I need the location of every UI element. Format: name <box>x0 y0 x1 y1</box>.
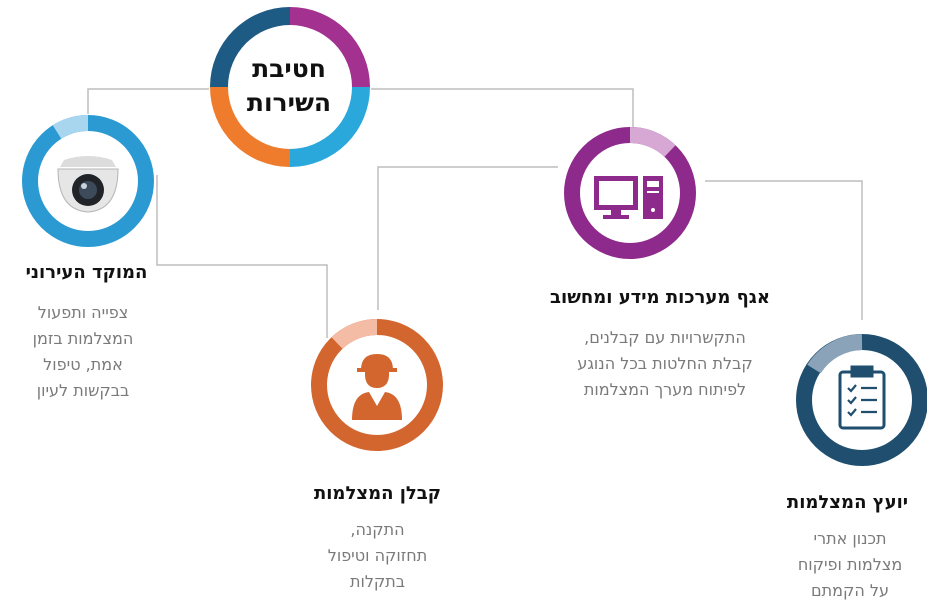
control-center-desc-line: צפייה ותפעול <box>37 303 129 322</box>
it-department-desc-line: קבלת החלטות בכל הנוגע <box>577 354 753 373</box>
clipboard-checklist-icon <box>838 365 886 430</box>
hub-inner-circle <box>230 27 350 147</box>
connector-lines <box>87 88 863 338</box>
contractor-desc-line: בתקלות <box>349 572 406 591</box>
node-control-ring-highlight <box>52 115 89 139</box>
control-center-title: המוקד העירוני <box>25 262 148 283</box>
consultant-description: תכנון אתרי מצלמות ופיקוח על הקמתם <box>775 526 925 604</box>
connector-control-contractor <box>156 175 328 338</box>
hub-ring-segment-purple <box>290 7 370 87</box>
contractor-desc-line: תחזוקה וטיפול <box>327 546 428 565</box>
node-it-department <box>564 127 696 259</box>
connector-it-consultant <box>705 180 863 320</box>
security-camera-icon <box>57 156 119 213</box>
node-contractor-ring-highlight <box>331 319 378 350</box>
node-consultant-ring-highlight <box>807 334 863 374</box>
it-department-desc-line: לפיתוח מערך המצלמות <box>583 380 747 399</box>
control-center-description: צפייה ותפעול המצלמות בזמן אמת, טיפול בבק… <box>8 300 158 404</box>
worker-icon <box>352 354 402 420</box>
connector-hub-it <box>368 88 634 130</box>
consultant-desc-line: תכנון אתרי <box>813 529 887 548</box>
control-center-desc-line: המצלמות בזמן <box>32 329 134 348</box>
it-department-title: אגף מערכות מידע ומחשוב <box>550 287 770 308</box>
consultant-desc-line: על הקמתם <box>811 581 889 600</box>
it-department-description: התקשרויות עם קבלנים, קבלת החלטות בכל הנו… <box>530 325 800 403</box>
control-center-desc-line: בבקשות לעיון <box>36 381 130 400</box>
node-it-ring-highlight <box>629 127 676 158</box>
hub-ring-segment-blue <box>290 87 370 167</box>
node-contractor <box>311 319 443 451</box>
contractor-description: התקנה, תחזוקה וטיפול בתקלות <box>290 517 465 595</box>
hub-title-line-1: חטיבת <box>252 54 326 83</box>
connector-it-contractor <box>377 166 558 310</box>
node-control-center <box>22 115 154 247</box>
node-consultant <box>796 334 927 466</box>
contractor-title: קבלן המצלמות <box>313 483 442 504</box>
hub-title: חטיבת השירות <box>234 52 344 120</box>
connector-hub-control <box>87 88 215 114</box>
hub-ring <box>209 6 371 168</box>
consultant-title: יועץ המצלמות <box>786 492 909 513</box>
hub-title-line-2: השירות <box>246 88 332 117</box>
hub-ring-segment-navy <box>210 7 290 87</box>
control-center-desc-line: אמת, טיפול <box>43 355 123 374</box>
computer-icon <box>594 176 663 219</box>
contractor-desc-line: התקנה, <box>350 520 405 539</box>
hub-ring-segment-orange <box>210 87 290 167</box>
it-department-desc-line: התקשרויות עם קבלנים, <box>584 328 746 347</box>
consultant-desc-line: מצלמות ופיקוח <box>797 555 903 574</box>
